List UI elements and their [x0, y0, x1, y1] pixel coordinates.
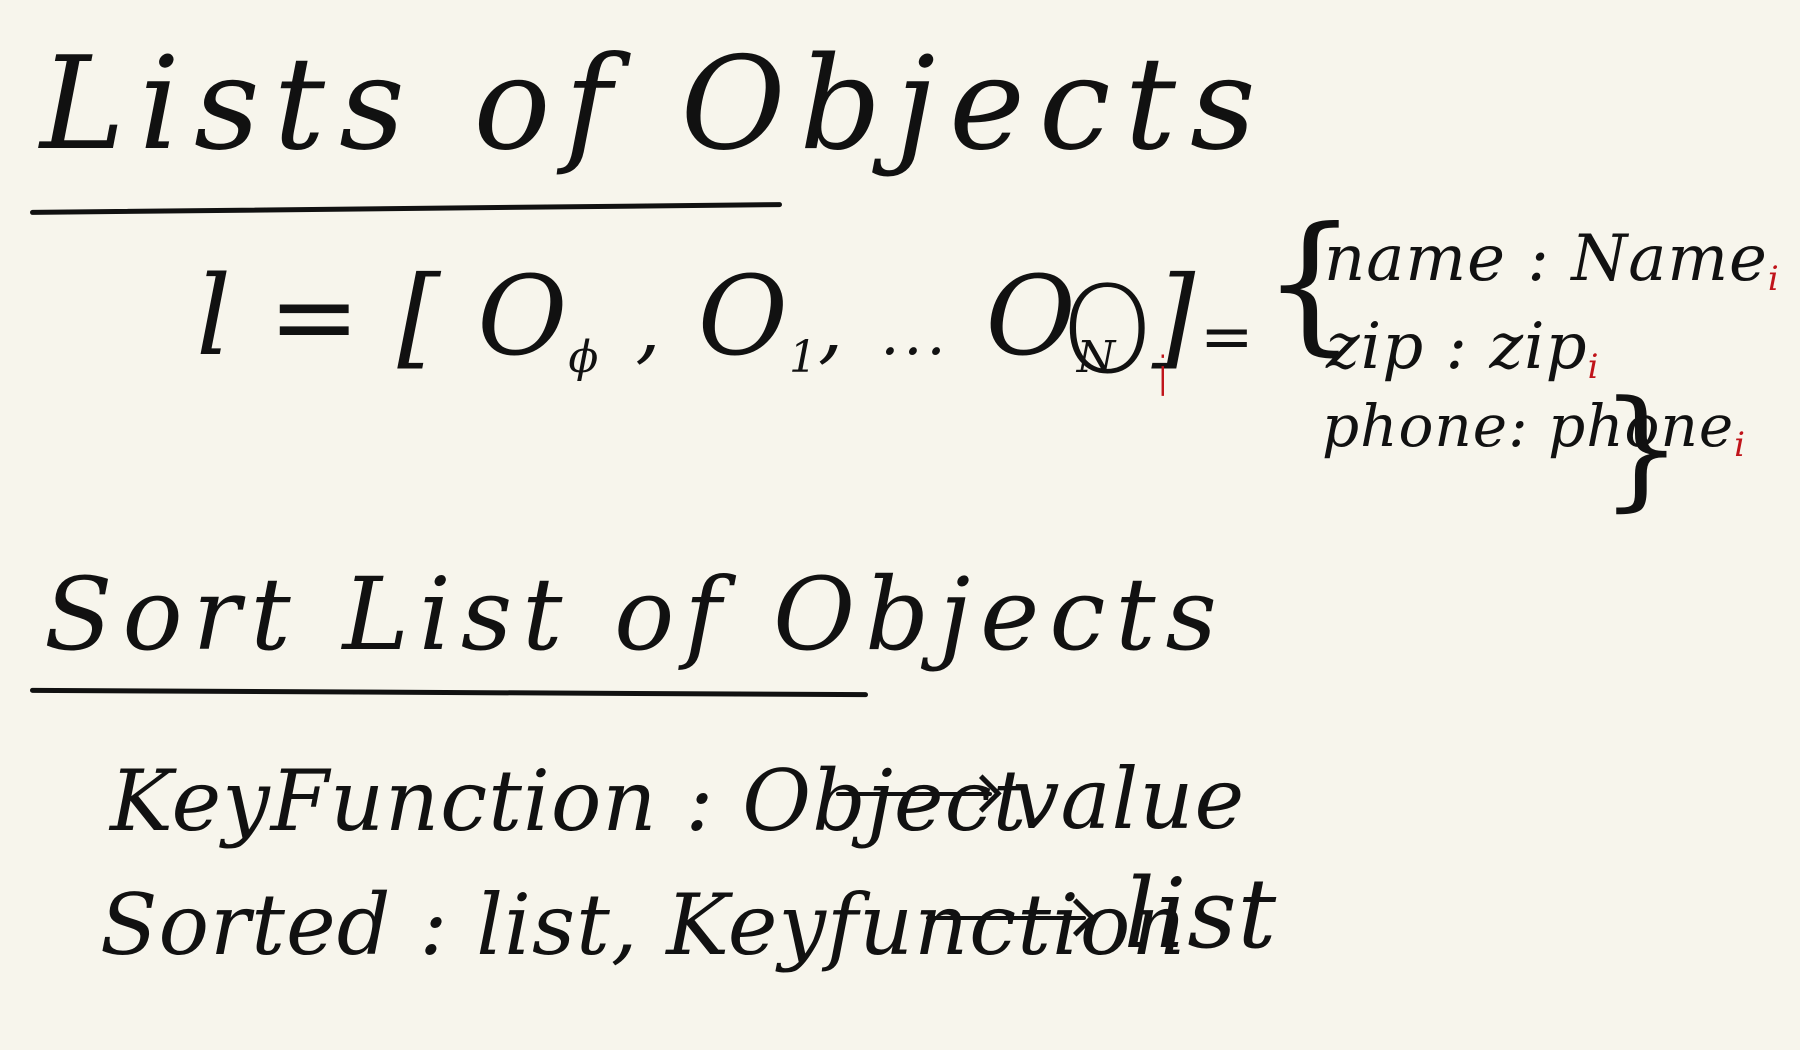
- object-field-name: name : Namei: [1324, 222, 1780, 299]
- field-key: phone: [1322, 392, 1509, 460]
- field-separator: :: [1527, 222, 1550, 296]
- field-subscript: i: [1767, 259, 1780, 299]
- field-separator: :: [1445, 310, 1469, 384]
- field-subscript: i: [1587, 347, 1600, 387]
- object-close-brace: }: [1600, 372, 1684, 524]
- object-variable: Oi: [1060, 262, 1171, 409]
- sorted-output: list: [1124, 858, 1278, 970]
- section-title: Sort List of Objects: [44, 556, 1227, 673]
- list-item-n-subscript: N: [1076, 332, 1117, 383]
- object-letter: O: [1060, 262, 1156, 401]
- field-value: phone: [1548, 392, 1735, 460]
- keyfunction-signature: KeyFunction : Object: [110, 752, 1027, 850]
- object-equals: =: [1200, 300, 1255, 374]
- field-key: name: [1324, 222, 1506, 296]
- list-item-1-subscript: 1: [788, 332, 818, 383]
- field-key: zip: [1326, 310, 1425, 384]
- list-item-1: O: [697, 252, 789, 380]
- list-ellipsis: ...: [880, 299, 950, 369]
- field-value: Name: [1571, 222, 1768, 296]
- object-field-phone: phone: phonei: [1322, 392, 1746, 465]
- list-item-0-subscript: ϕ: [568, 332, 600, 383]
- title-underline: [29, 202, 783, 215]
- list-close-bracket: ]: [1152, 252, 1197, 380]
- arrow-icon: [926, 916, 1086, 920]
- section-underline: [29, 687, 869, 698]
- keyfunction-output: value: [1012, 750, 1246, 848]
- list-comma: ,: [635, 280, 662, 373]
- page-title: Lists of Objects: [40, 30, 1270, 179]
- field-subscript: i: [1734, 425, 1747, 465]
- signature-separator: :: [685, 752, 715, 850]
- field-value: zip: [1489, 310, 1588, 384]
- list-equals: =: [268, 252, 362, 380]
- arrow-icon: [836, 792, 992, 796]
- signature-name: KeyFunction: [110, 752, 658, 850]
- list-definition: l = [ Oϕ , O1, ... ON ]: [196, 252, 1196, 383]
- list-comma: ,: [817, 280, 845, 373]
- list-item-n: O: [985, 252, 1077, 380]
- object-field-zip: zip : zipi: [1326, 310, 1599, 387]
- sorted-signature: Sorted : list, Keyfunction: [100, 876, 1187, 974]
- object-open-brace: {: [1262, 196, 1359, 370]
- signature-separator: :: [419, 876, 449, 974]
- object-subscript: i: [1155, 346, 1172, 409]
- field-separator: :: [1508, 392, 1529, 460]
- list-item-0: O: [477, 252, 569, 380]
- list-open-bracket: [: [397, 252, 442, 380]
- signature-name: Sorted: [100, 876, 392, 974]
- list-variable: l: [196, 252, 233, 380]
